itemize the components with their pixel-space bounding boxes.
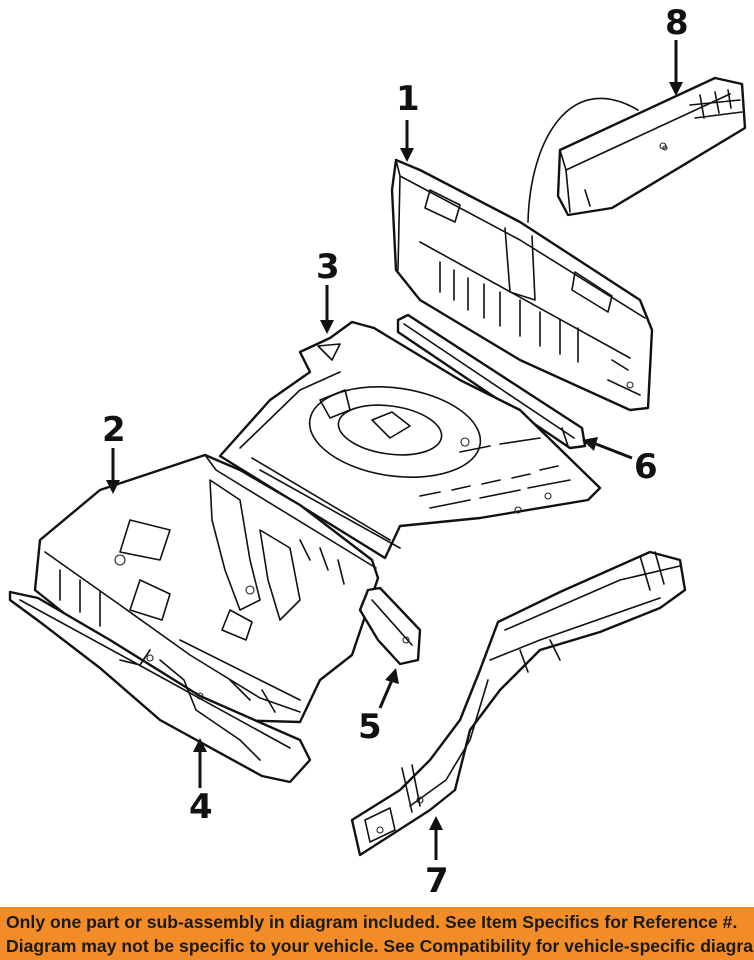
part-6-cross-member xyxy=(396,313,587,450)
callout-4: 4 xyxy=(189,787,213,827)
callout-7: 7 xyxy=(425,861,449,901)
part-4-front-cross-member xyxy=(8,590,312,784)
disclaimer-banner: Only one part or sub-assembly in diagram… xyxy=(0,907,754,960)
callout-8: 8 xyxy=(665,3,689,43)
part-7-rear-side-member xyxy=(350,550,687,857)
callout-2: 2 xyxy=(102,410,126,450)
disclaimer-line-2: Diagram may not be specific to your vehi… xyxy=(6,936,754,956)
part-5-bracket xyxy=(358,586,422,666)
callout-3: 3 xyxy=(316,247,340,287)
locator-curve-8 xyxy=(527,97,639,223)
leader-lines xyxy=(106,40,683,860)
part-8-reinforcement xyxy=(556,76,747,217)
callout-5: 5 xyxy=(358,707,382,747)
part-3-rear-floor-pan xyxy=(218,320,602,560)
disclaimer-line-1: Only one part or sub-assembly in diagram… xyxy=(6,912,738,932)
callout-1: 1 xyxy=(396,79,420,119)
callout-6: 6 xyxy=(634,447,658,487)
part-1-rear-panel xyxy=(390,145,668,412)
exploded-parts-diagram: 1 2 3 4 5 6 7 8 xyxy=(8,3,747,901)
